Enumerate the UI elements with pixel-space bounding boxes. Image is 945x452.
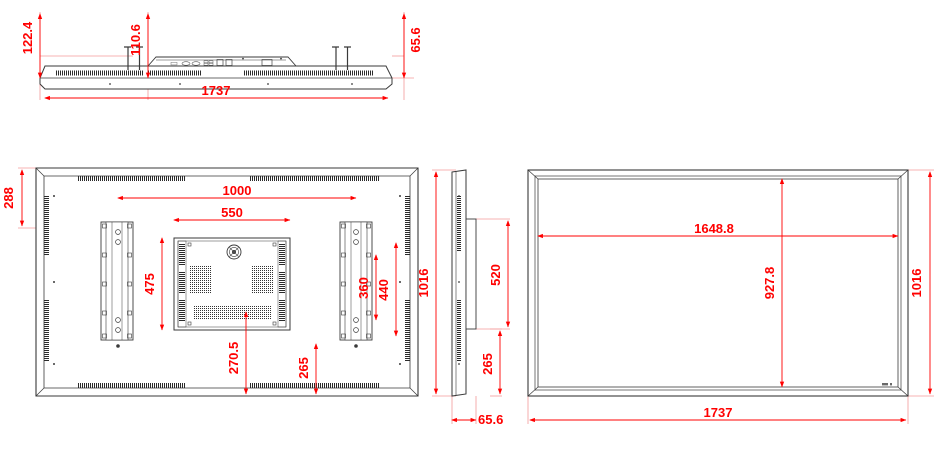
dim-front-1016: 1016 bbox=[909, 171, 933, 395]
front-view-corner-bevels bbox=[527, 169, 909, 397]
dim-top-65-6: 65.6 bbox=[401, 13, 423, 79]
front-view-active-area bbox=[537, 178, 899, 388]
top-view-screw-marks bbox=[109, 83, 353, 85]
dim-label-110-6: 110.6 bbox=[128, 24, 143, 56]
dim-front-927-8: 927.8 bbox=[762, 178, 785, 388]
rear-vent-top-left bbox=[78, 176, 186, 181]
top-view-rear-housing bbox=[146, 56, 298, 67]
rear-vent-left-upper bbox=[44, 195, 49, 255]
dim-rear-360: 360 bbox=[356, 254, 379, 321]
dim-label-360: 360 bbox=[356, 277, 371, 299]
side-vent-lower bbox=[457, 300, 461, 362]
brand-marking bbox=[882, 383, 892, 386]
dim-label-927-8: 927.8 bbox=[762, 267, 777, 300]
rear-mount-rail-right bbox=[339, 221, 373, 348]
dim-rear-440: 440 bbox=[376, 242, 399, 337]
front-view-group: 1648.8 927.8 1016 1737 bbox=[527, 169, 934, 424]
side-view-dot-markers bbox=[458, 195, 460, 365]
dim-label-65-6-side: 65.6 bbox=[478, 412, 503, 427]
side-view-panel-profile bbox=[451, 169, 467, 397]
dim-front-1737: 1737 bbox=[529, 405, 907, 423]
rear-view-group: 288 1000 550 475 360 440 270.5 bbox=[1, 167, 419, 397]
rear-vent-bottom-right bbox=[250, 383, 380, 388]
dim-front-1648-8: 1648.8 bbox=[537, 221, 899, 239]
dim-label-475: 475 bbox=[142, 273, 157, 295]
dim-label-1000: 1000 bbox=[223, 183, 252, 198]
dim-side-65-6: 65.6 bbox=[451, 412, 503, 427]
dim-label-65-6: 65.6 bbox=[408, 27, 423, 52]
dim-label-288: 288 bbox=[1, 187, 16, 209]
cooling-fan-icon bbox=[226, 244, 242, 260]
top-view-io-connectors bbox=[170, 57, 282, 66]
rear-view-dot-markers bbox=[53, 195, 401, 365]
dim-label-1737-front: 1737 bbox=[704, 405, 733, 420]
rear-center-module bbox=[173, 237, 291, 331]
dim-label-1737-top: 1737 bbox=[202, 83, 231, 98]
dim-rear-1000: 1000 bbox=[117, 183, 357, 201]
dim-rear-265: 265 bbox=[296, 343, 319, 395]
dim-rear-288: 288 bbox=[1, 169, 25, 227]
top-view-vent-right bbox=[244, 70, 374, 76]
dim-label-550: 550 bbox=[221, 205, 243, 220]
dim-top-1737: 1737 bbox=[44, 83, 389, 101]
rear-vent-left-lower bbox=[44, 300, 49, 362]
dim-side-265: 265 bbox=[480, 330, 503, 395]
rear-vent-bottom-left bbox=[78, 383, 186, 388]
dim-label-440: 440 bbox=[376, 279, 391, 301]
dim-top-122-4: 122.4 bbox=[20, 13, 43, 79]
dim-side-520: 520 bbox=[488, 220, 511, 328]
rear-vent-right-upper bbox=[405, 195, 410, 255]
dim-top-110-6: 110.6 bbox=[128, 13, 151, 79]
side-view-rear-module bbox=[465, 218, 477, 330]
side-vent-upper bbox=[457, 196, 461, 252]
dim-rear-270-5: 270.5 bbox=[226, 311, 249, 395]
rear-view-corner-bevels bbox=[35, 167, 419, 397]
rear-vent-top-right bbox=[250, 176, 380, 181]
top-view-hooks-right bbox=[332, 46, 351, 70]
dim-label-122-4: 122.4 bbox=[20, 21, 35, 54]
top-view-hooks-left bbox=[124, 46, 143, 70]
rear-vent-right-lower bbox=[405, 300, 410, 362]
dim-rear-550: 550 bbox=[173, 205, 291, 223]
dim-label-265-side: 265 bbox=[480, 353, 495, 375]
dim-label-1016-side: 1016 bbox=[416, 269, 431, 298]
dim-label-1648-8: 1648.8 bbox=[694, 221, 734, 236]
top-view-group: 122.4 110.6 65.6 1737 bbox=[20, 12, 423, 101]
dim-label-270-5: 270.5 bbox=[226, 342, 241, 375]
side-view-group: 1016 520 265 65.6 bbox=[416, 169, 511, 427]
dim-side-1016: 1016 bbox=[416, 171, 439, 395]
dim-label-265-rear: 265 bbox=[296, 357, 311, 379]
dim-label-520: 520 bbox=[488, 264, 503, 286]
dim-rear-475: 475 bbox=[142, 237, 165, 331]
dim-label-1016-front: 1016 bbox=[909, 269, 924, 298]
top-view-vent-center-left bbox=[148, 70, 202, 76]
rear-mount-rail-left bbox=[100, 221, 134, 348]
front-view-witness-lines bbox=[527, 169, 934, 424]
top-view-vent-left bbox=[56, 70, 144, 76]
